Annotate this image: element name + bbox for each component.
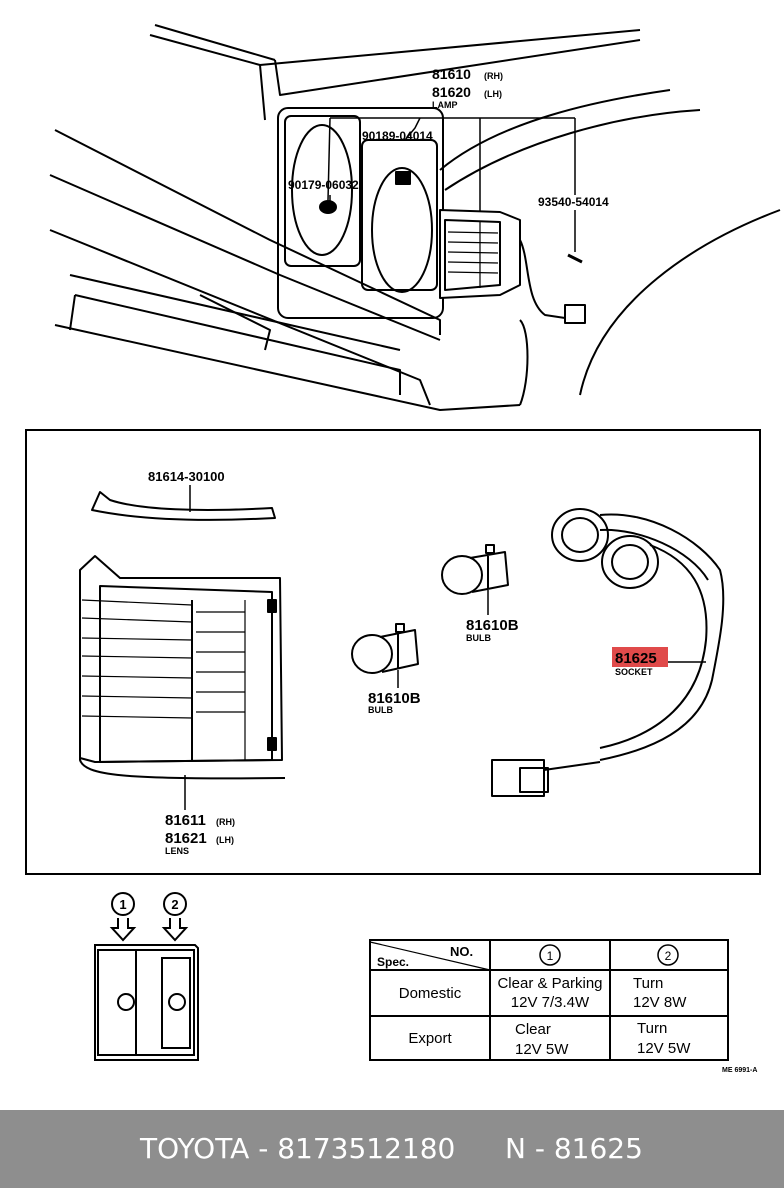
vehicle-front-illustration bbox=[49, 24, 781, 411]
socket-number: 81625 bbox=[615, 650, 657, 667]
marker-two-circle bbox=[163, 892, 187, 916]
spec-table bbox=[369, 939, 729, 1061]
detail-illustration bbox=[79, 491, 725, 797]
bulb-position-sketch bbox=[94, 892, 199, 1061]
socket-name: SOCKET bbox=[615, 667, 653, 677]
bulb-b-name: BULB bbox=[368, 705, 393, 715]
row-cell: Turn bbox=[637, 1020, 667, 1037]
detail-leader-lines bbox=[184, 485, 706, 810]
marker-one-circle bbox=[111, 892, 135, 916]
table-row: Export Clear 12V 5W Turn 12V 5W bbox=[408, 1020, 691, 1058]
bulb-a-name: BULB bbox=[466, 633, 491, 643]
footer-reference: N - 81625 bbox=[505, 1132, 643, 1165]
table-corner-no: NO. bbox=[450, 944, 473, 959]
lens-name: LENS bbox=[165, 846, 189, 856]
row-label: Export bbox=[408, 1030, 452, 1047]
lamp-lh-side: (LH) bbox=[484, 89, 502, 99]
footer-part-number: TOYOTA - 8173512180 bbox=[140, 1132, 456, 1165]
lens-rh-number: 81611 bbox=[165, 812, 206, 829]
row-cell: Clear & Parking bbox=[497, 975, 602, 992]
lens-lh-side: (LH) bbox=[216, 835, 234, 845]
top-leader-lines bbox=[327, 117, 576, 252]
table-row: Domestic Clear & Parking 12V 7/3.4W Turn… bbox=[399, 975, 687, 1011]
detail-frame bbox=[25, 429, 761, 875]
row-cell: 12V 8W bbox=[633, 994, 687, 1011]
bulb-b-number: 81610B bbox=[368, 690, 421, 707]
table-col1-header: 1 bbox=[547, 949, 554, 963]
part-90189: 90189-04014 bbox=[362, 129, 433, 143]
row-cell: Clear bbox=[515, 1021, 551, 1038]
marker-one-label: 1 bbox=[119, 897, 126, 912]
drawing-code: ME 6991-A bbox=[722, 1067, 757, 1074]
row-cell: Turn bbox=[633, 975, 663, 992]
row-cell: 12V 5W bbox=[637, 1040, 691, 1057]
lamp-rh-number: 81610 bbox=[432, 66, 471, 82]
row-cell: 12V 7/3.4W bbox=[511, 994, 590, 1011]
lamp-lh-number: 81620 bbox=[432, 84, 471, 100]
bulb-a-number: 81610B bbox=[466, 617, 519, 634]
trim-number: 81614-30100 bbox=[148, 469, 225, 484]
socket-highlight bbox=[612, 647, 668, 667]
lamp-rh-side: (RH) bbox=[484, 71, 503, 81]
arrow-down-icon bbox=[109, 918, 137, 942]
lens-lh-number: 81621 bbox=[165, 830, 207, 847]
footer-bar: TOYOTA - 8173512180 N - 81625 bbox=[0, 1110, 784, 1188]
arrow-down-icon bbox=[161, 918, 189, 942]
part-90179: 90179-06032 bbox=[288, 178, 359, 192]
parts-diagram: 81610 (RH) 81620 (LH) LAMP 90189-04014 9… bbox=[25, 24, 781, 1074]
lamp-name: LAMP bbox=[432, 100, 458, 110]
row-label: Domestic bbox=[399, 985, 462, 1002]
lens-rh-side: (RH) bbox=[216, 817, 235, 827]
part-93540: 93540-54014 bbox=[538, 195, 609, 209]
marker-two-label: 2 bbox=[171, 897, 178, 912]
row-cell: 12V 5W bbox=[515, 1041, 569, 1058]
table-col2-header: 2 bbox=[665, 949, 672, 963]
table-corner-spec: Spec. bbox=[377, 955, 409, 969]
